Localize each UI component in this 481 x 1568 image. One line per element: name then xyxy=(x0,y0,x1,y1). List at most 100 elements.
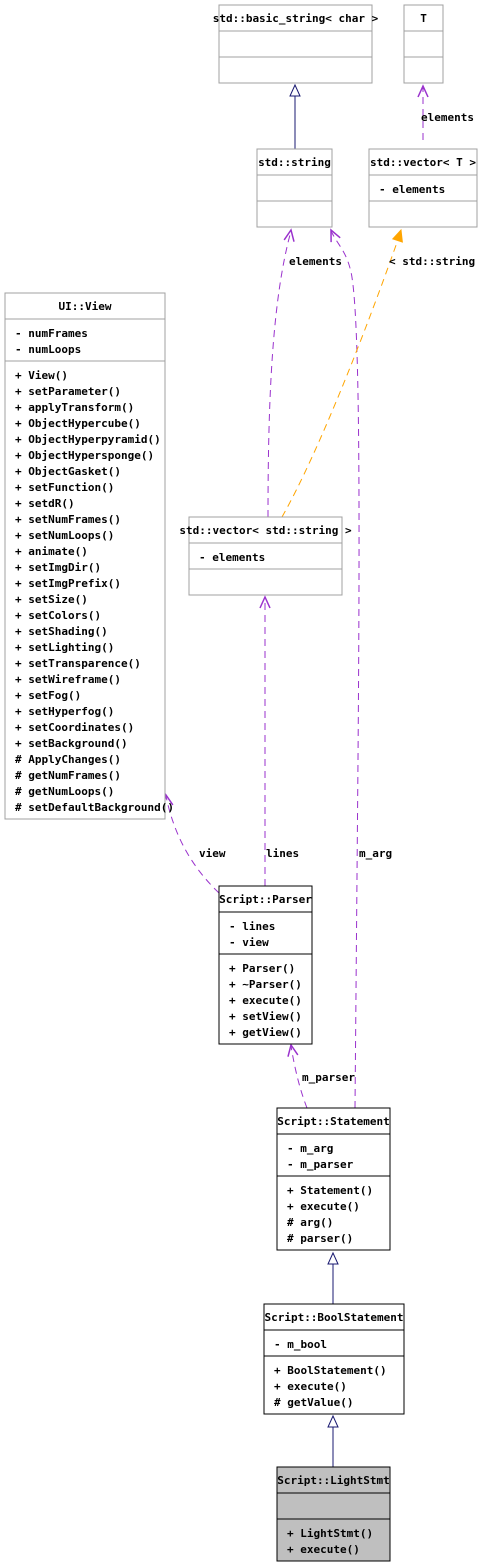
class-method: # getNumLoops() xyxy=(15,785,114,798)
edge-parser-uses-vectorstring-head xyxy=(259,595,271,609)
class-attribute: - numLoops xyxy=(15,343,81,356)
edge-label-m-arg: m_arg xyxy=(359,847,392,860)
class-method: + setTransparence() xyxy=(15,657,141,670)
class-method: + ~Parser() xyxy=(229,978,302,991)
edge-template-head xyxy=(391,228,403,243)
class-method: + applyTransform() xyxy=(15,401,134,414)
edge-lightstmt-inherits-boolstatement-head xyxy=(327,1414,339,1428)
class-method: + setBackground() xyxy=(15,737,128,750)
class-method: # getValue() xyxy=(274,1396,353,1409)
class-box-vector-T[interactable]: std::vector< T >- elements xyxy=(368,148,478,228)
class-attribute: - lines xyxy=(229,920,275,933)
class-method: + setColors() xyxy=(15,609,101,622)
class-title: Script::Parser xyxy=(219,893,312,906)
class-method: + Parser() xyxy=(229,962,295,975)
edge-label-lines: lines xyxy=(266,847,299,860)
class-box-light-stmt[interactable]: Script::LightStmt+ LightStmt()+ execute(… xyxy=(276,1466,391,1562)
class-box-frame xyxy=(4,292,166,820)
class-method: + ObjectHypercube() xyxy=(15,417,141,430)
class-method: + execute() xyxy=(229,994,302,1007)
class-method: + setParameter() xyxy=(15,385,121,398)
class-box-frame xyxy=(218,4,373,84)
class-box-frame xyxy=(276,1107,391,1251)
class-box-ui-view[interactable]: UI::View- numFrames- numLoops+ View()+ s… xyxy=(4,292,174,820)
class-title: Script::BoolStatement xyxy=(264,1311,403,1324)
class-method: # arg() xyxy=(287,1216,333,1229)
class-box-bool-statement[interactable]: Script::BoolStatement- m_bool+ BoolState… xyxy=(263,1303,405,1415)
class-method: # ApplyChanges() xyxy=(15,753,121,766)
edge-label-view: view xyxy=(199,847,226,860)
edges-layer xyxy=(162,83,429,1467)
class-method: + execute() xyxy=(287,1200,360,1213)
class-method: + setdR() xyxy=(15,497,75,510)
class-method: # setDefaultBackground() xyxy=(15,801,174,814)
edge-label-string-elements: elements xyxy=(289,255,342,268)
class-title: Script::LightStmt xyxy=(277,1474,390,1487)
class-method: + setLighting() xyxy=(15,641,114,654)
edge-statement-uses-parser xyxy=(290,1045,308,1109)
class-method: + setNumLoops() xyxy=(15,529,114,542)
edge-label-m-parser: m_parser xyxy=(302,1071,355,1084)
class-title: T xyxy=(420,12,427,25)
class-method: + ObjectGasket() xyxy=(15,465,121,478)
class-method: + setSize() xyxy=(15,593,88,606)
class-attribute: - elements xyxy=(199,551,265,564)
class-attribute: - view xyxy=(229,936,269,949)
class-method: # parser() xyxy=(287,1232,353,1245)
class-attribute: - m_bool xyxy=(274,1338,327,1351)
class-title: std::basic_string< char > xyxy=(213,12,379,25)
edge-vectorstring-instantiates-vectort xyxy=(281,230,402,518)
class-box-frame xyxy=(368,148,478,228)
class-title: std::string xyxy=(258,156,331,169)
edge-statement-uses-string-head xyxy=(330,228,341,243)
class-attribute: - numFrames xyxy=(15,327,88,340)
class-method: + setImgDir() xyxy=(15,561,101,574)
class-method: + ObjectHyperpyramid() xyxy=(15,433,161,446)
class-attribute: - elements xyxy=(379,183,445,196)
edge-boolstatement-inherits-statement-head xyxy=(327,1251,339,1265)
class-method: + setImgPrefix() xyxy=(15,577,121,590)
class-method: # getNumFrames() xyxy=(15,769,121,782)
class-title: UI::View xyxy=(59,300,112,313)
edge-statement-uses-parser-head xyxy=(287,1043,299,1057)
class-box-basic-string[interactable]: std::basic_string< char > xyxy=(213,4,379,84)
class-box-statement[interactable]: Script::Statement- m_arg- m_parser+ Stat… xyxy=(276,1107,391,1251)
class-box-frame xyxy=(256,148,333,228)
edge-label-template-arg: < std::string > xyxy=(389,255,481,268)
class-method: + Statement() xyxy=(287,1184,373,1197)
class-box-frame xyxy=(263,1303,405,1415)
edge-vectorstring-uses-string xyxy=(267,230,292,518)
class-box-std-string[interactable]: std::string xyxy=(256,148,333,228)
edge-parser-uses-view xyxy=(165,795,220,894)
class-method: + setView() xyxy=(229,1010,302,1023)
edge-vectorstring-uses-string-head xyxy=(283,228,295,242)
class-title: Script::Statement xyxy=(277,1115,390,1128)
class-method: + View() xyxy=(15,369,68,382)
edge-statement-uses-string xyxy=(330,230,360,1109)
class-box-T[interactable]: T xyxy=(403,4,444,84)
class-method: + animate() xyxy=(15,545,88,558)
class-method: + execute() xyxy=(274,1380,347,1393)
class-box-parser[interactable]: Script::Parser- lines- view+ Parser()+ ~… xyxy=(218,885,313,1045)
class-title: std::vector< T > xyxy=(370,156,476,169)
edge-vectort-uses-t-head xyxy=(417,84,429,98)
class-attribute: - m_parser xyxy=(287,1158,354,1171)
class-method: + setShading() xyxy=(15,625,108,638)
class-method: + setFog() xyxy=(15,689,81,702)
class-attribute: - m_arg xyxy=(287,1142,333,1155)
edge-string-inherits-basic-string-head xyxy=(289,83,301,97)
class-method: + execute() xyxy=(287,1543,360,1556)
class-title: std::vector< std::string > xyxy=(179,524,352,537)
class-box-frame xyxy=(188,516,343,596)
class-method: + setCoordinates() xyxy=(15,721,134,734)
class-method: + ObjectHypersponge() xyxy=(15,449,154,462)
class-method: + getView() xyxy=(229,1026,302,1039)
class-method: + setWireframe() xyxy=(15,673,121,686)
class-method: + setFunction() xyxy=(15,481,114,494)
class-box-frame xyxy=(276,1466,391,1562)
class-box-vector-string[interactable]: std::vector< std::string >- elements xyxy=(179,516,352,596)
class-method: + BoolStatement() xyxy=(274,1364,387,1377)
